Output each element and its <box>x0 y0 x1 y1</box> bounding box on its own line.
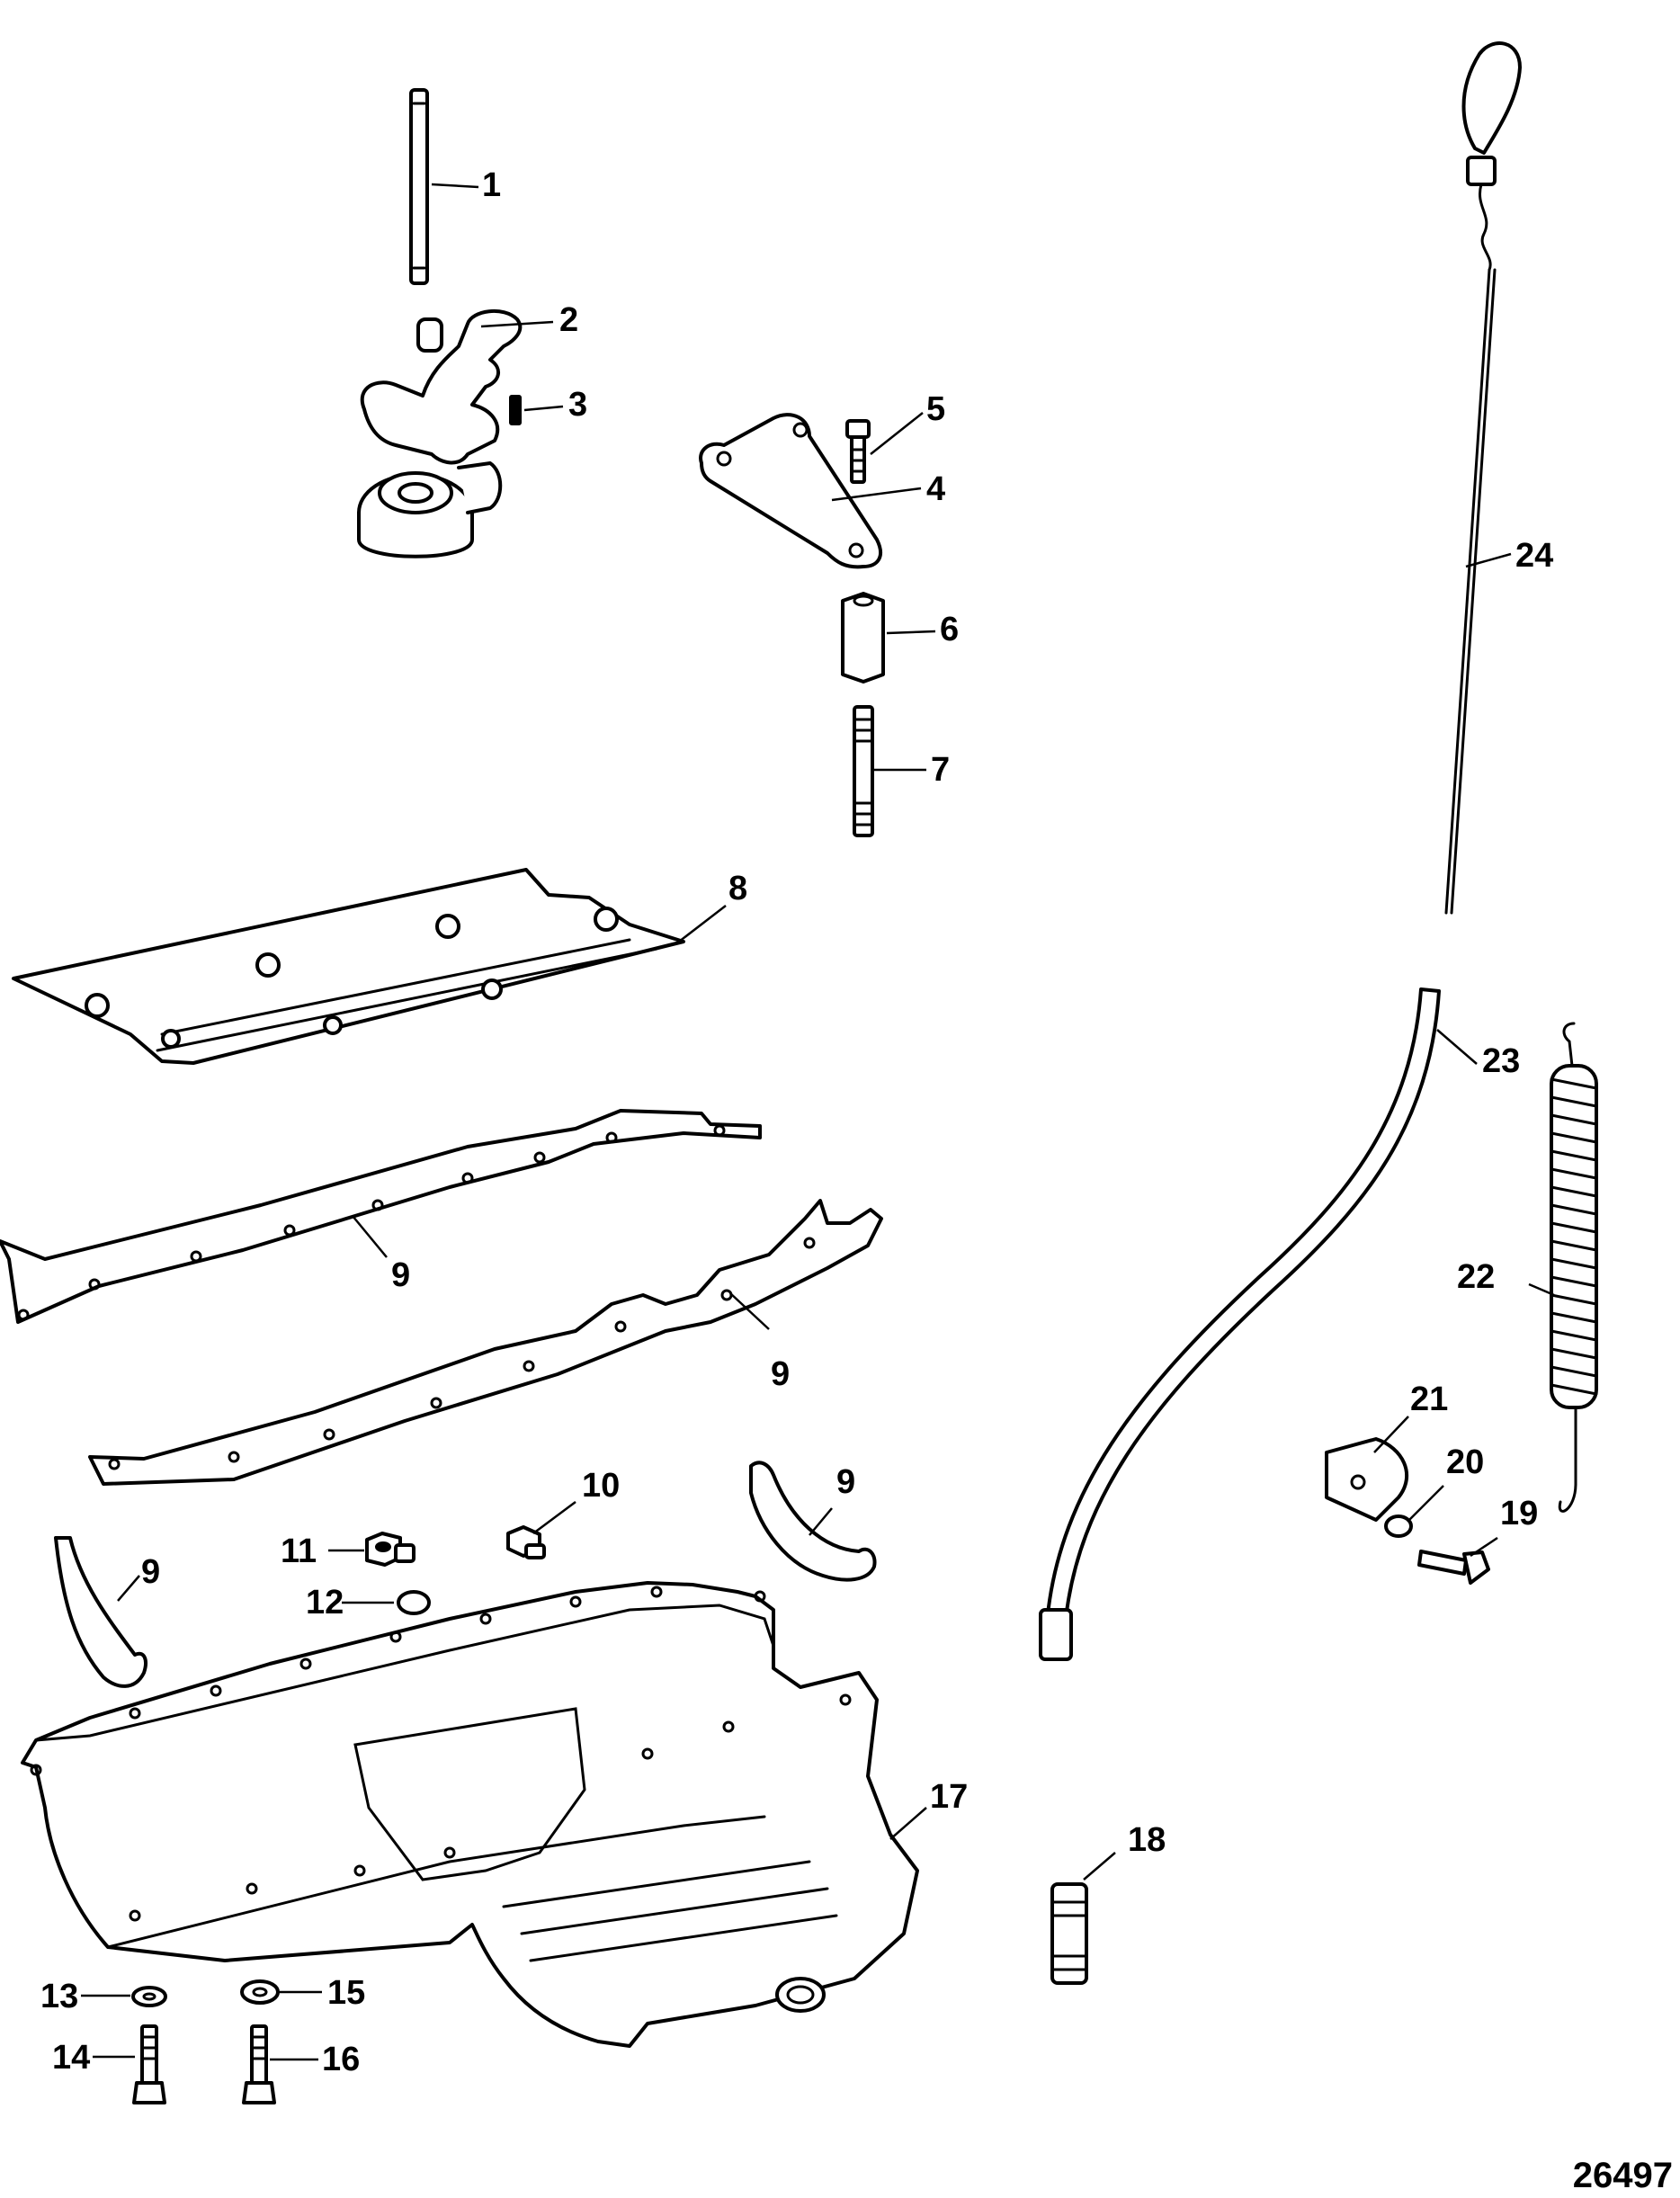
part-7-stud <box>853 705 874 837</box>
part-4-bracket <box>699 413 882 569</box>
callout-12: 12 <box>306 1584 344 1622</box>
part-10-plug <box>506 1525 546 1559</box>
part-14-bolt <box>132 2024 166 2104</box>
part-13-washer <box>131 1986 167 2007</box>
part-21-clamp <box>1325 1437 1409 1522</box>
callout-19: 19 <box>1500 1495 1538 1532</box>
callout-16: 16 <box>322 2041 360 2078</box>
callout-24: 24 <box>1515 537 1553 575</box>
part-2-oil-pump <box>357 308 523 558</box>
part-9-gasket-right-rail <box>88 1199 883 1486</box>
part-20-washer <box>1384 1514 1413 1538</box>
callout-2: 2 <box>559 301 578 339</box>
part-24-dipstick <box>1444 41 1522 915</box>
part-15-washer <box>240 1979 280 2005</box>
part-3-dowel-pin <box>509 395 522 425</box>
callout-17: 17 <box>930 1778 968 1816</box>
callout-6: 6 <box>940 611 959 648</box>
callout-9-right-seal: 9 <box>836 1463 855 1501</box>
callout-18: 18 <box>1128 1821 1166 1859</box>
part-22-spring <box>1550 1022 1598 1513</box>
callout-1: 1 <box>482 166 501 204</box>
callout-11: 11 <box>281 1532 317 1570</box>
callout-13: 13 <box>40 1978 78 2015</box>
part-6-spacer <box>841 592 885 684</box>
callout-3: 3 <box>568 386 587 424</box>
callout-9-left-seal: 9 <box>141 1553 160 1591</box>
part-9-right-front-seal <box>749 1461 877 1582</box>
part-1-pickup-tube <box>409 88 429 285</box>
part-23-dipstick-tube <box>1039 987 1441 1661</box>
callout-23: 23 <box>1482 1042 1520 1080</box>
part-9-gasket-left-rail <box>0 1109 762 1324</box>
part-11-drain-plug <box>365 1532 416 1567</box>
callout-14: 14 <box>52 2039 90 2077</box>
part-5-bolt <box>845 419 871 484</box>
part-18-fitting <box>1050 1882 1088 1985</box>
callout-labels: 1 2 3 5 4 6 7 8 9 9 9 9 10 11 12 13 14 1… <box>40 166 1553 2078</box>
part-19-bolt <box>1417 1550 1490 1585</box>
part-12-gasket-ring <box>397 1590 431 1615</box>
callout-9-lower: 9 <box>771 1355 790 1393</box>
callout-8: 8 <box>728 870 747 907</box>
callout-4: 4 <box>926 470 945 508</box>
part-8-windage-tray <box>12 868 685 1065</box>
leader-lines <box>81 183 1555 2061</box>
callout-20: 20 <box>1446 1443 1484 1481</box>
callout-15: 15 <box>327 1974 365 2012</box>
callout-21: 21 <box>1410 1380 1448 1418</box>
callout-22: 22 <box>1457 1258 1495 1296</box>
part-17-oil-pan <box>21 1581 919 2048</box>
callout-9-upper: 9 <box>391 1256 410 1294</box>
part-16-bolt <box>242 2024 276 2104</box>
callout-10: 10 <box>582 1467 620 1505</box>
figure-number: 26497 <box>1573 2156 1673 2195</box>
callout-5: 5 <box>926 390 945 428</box>
callout-7: 7 <box>931 751 950 789</box>
part-9-left-rear-seal <box>54 1536 147 1688</box>
